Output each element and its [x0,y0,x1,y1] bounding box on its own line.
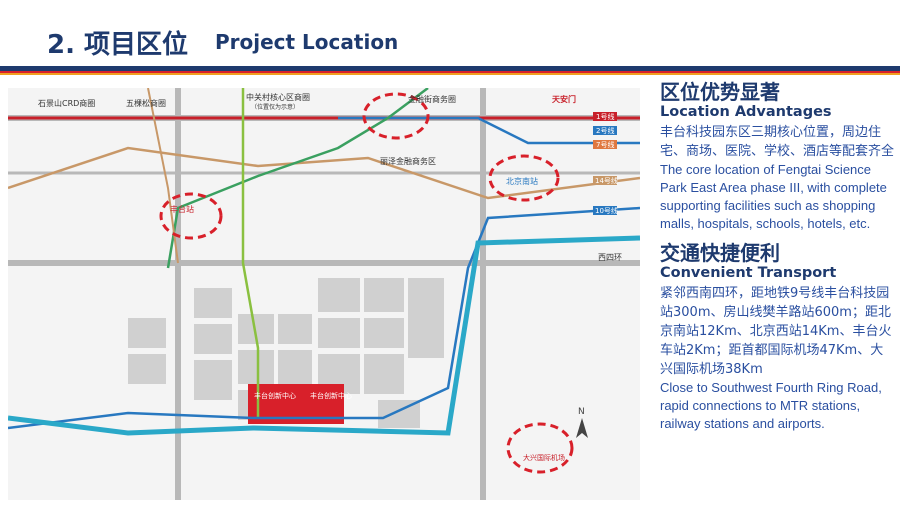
header-divider-blue [0,66,900,71]
section-location-advantages: 区位优势显著 Location Advantages 丰台科技园东区三期核心位置… [660,80,895,233]
highlight-fengtai-station [159,192,223,240]
badge-line-2 [593,126,617,135]
badge-line-10 [593,206,617,215]
transport-title-cn: 交通快捷便利 [660,241,780,265]
location-title-cn: 区位优势显著 [660,80,780,104]
svg-text:N: N [578,407,585,417]
highlight-military-museum [362,92,430,140]
transport-title-en: Convenient Transport [660,265,837,281]
label-shijingshan: 石景山CRD商圈 [38,98,95,108]
highlight-airport [506,422,574,474]
label-fengtai-station: 丰台站 [170,204,194,214]
location-map: 石景山CRD商圈 五棵松商圈 中关村核心区商圈 （位置仅为示意） 金融街商务圈 … [8,88,640,500]
location-body-cn: 丰台科技园东区三期核心位置，周边住宅、商场、医院、学校、酒店等配套齐全 [660,125,895,159]
label-project-b: 丰台创新中心 [310,391,352,400]
label-zhongguancun-sub: （位置仅为示意） [251,103,299,111]
badge-line-10-label: 10号线 [595,206,618,215]
page-title-cn: 2. 项目区位 [47,30,189,60]
north-arrow-icon: N [576,407,588,438]
badge-line-7 [593,140,617,149]
label-west-ring: 西四环 [598,253,622,262]
info-panel: 区位优势显著 Location Advantages 丰台科技园东区三期核心位置… [660,80,895,433]
header-divider-orange [0,73,900,75]
ring-road [8,235,640,436]
metro-line-9 [241,88,260,418]
building-blocks [128,278,444,428]
header-divider-red [0,71,900,73]
label-lize: 丽泽金融商务区 [380,156,436,166]
metro-line-2 [338,116,640,145]
badge-line-14 [593,176,617,185]
label-financial: 金融街商务圈 [408,94,456,104]
transport-body-en: Close to Southwest Fourth Ring Road, rap… [660,380,882,431]
label-project-a: 丰台创新中心 [254,391,296,400]
label-zhongguancun: 中关村核心区商圈 [246,92,310,102]
metro-line-4 [166,88,429,269]
badge-line-1-label: 1号线 [596,112,614,121]
transport-body-cn: 紧邻西南四环，距地铁9号线丰台科技园站300m、房山线樊羊路站600m；距北京南… [660,286,892,377]
railway [147,88,179,264]
badge-line-2-label: 2号线 [596,126,614,135]
badge-line-1 [593,112,617,121]
badge-line-7-label: 7号线 [596,140,614,149]
highlight-beijing-south [488,154,560,202]
location-title-en: Location Advantages [660,104,832,120]
label-airport: 大兴国际机场 [523,453,565,462]
metro-line-14 [8,146,640,200]
location-body-en: The core location of Fengtai Science Par… [660,162,887,231]
label-tiananmen: 天安门 [552,94,576,104]
badge-line-14-label: 14号线 [595,176,618,185]
label-wukesong: 五棵松商圈 [126,98,166,108]
section-convenient-transport: 交通快捷便利 Convenient Transport 紧邻西南四环，距地铁9号… [660,241,895,433]
metro-line-10 [8,206,640,430]
label-beijing-south: 北京南站 [506,176,538,186]
page-title-en: Project Location [215,30,399,54]
